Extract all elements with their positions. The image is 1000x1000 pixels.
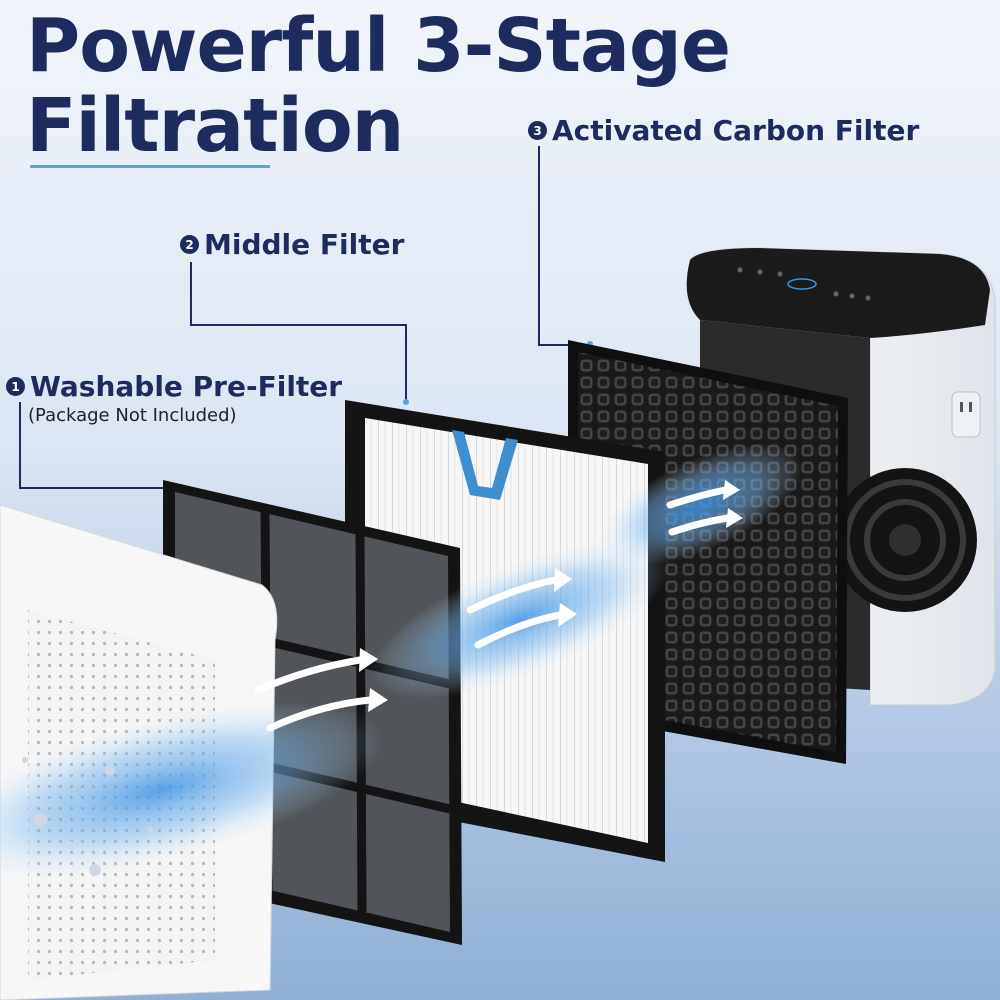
stage-2-name: Middle Filter (204, 228, 405, 261)
page-title: Powerful 3-Stage Filtration (26, 3, 731, 169)
airflow-effect (0, 444, 803, 878)
stage-3-number: 3 (528, 121, 547, 140)
stage-1-note: (Package Not Included) (28, 405, 237, 426)
title-line-2: Filtration (26, 83, 404, 169)
stage-3-name: Activated Carbon Filter (552, 114, 920, 147)
stage-1-label: 1 Washable Pre-Filter (6, 370, 342, 403)
stage-3-label: 3 Activated Carbon Filter (528, 114, 919, 147)
title-underline (30, 165, 270, 168)
stage-2-number: 2 (180, 235, 199, 254)
title-line-1: Powerful 3-Stage (26, 3, 731, 89)
stage-1-name: Washable Pre-Filter (30, 370, 343, 403)
stage-2-label: 2 Middle Filter (180, 228, 404, 261)
stage-1-number: 1 (6, 377, 25, 396)
